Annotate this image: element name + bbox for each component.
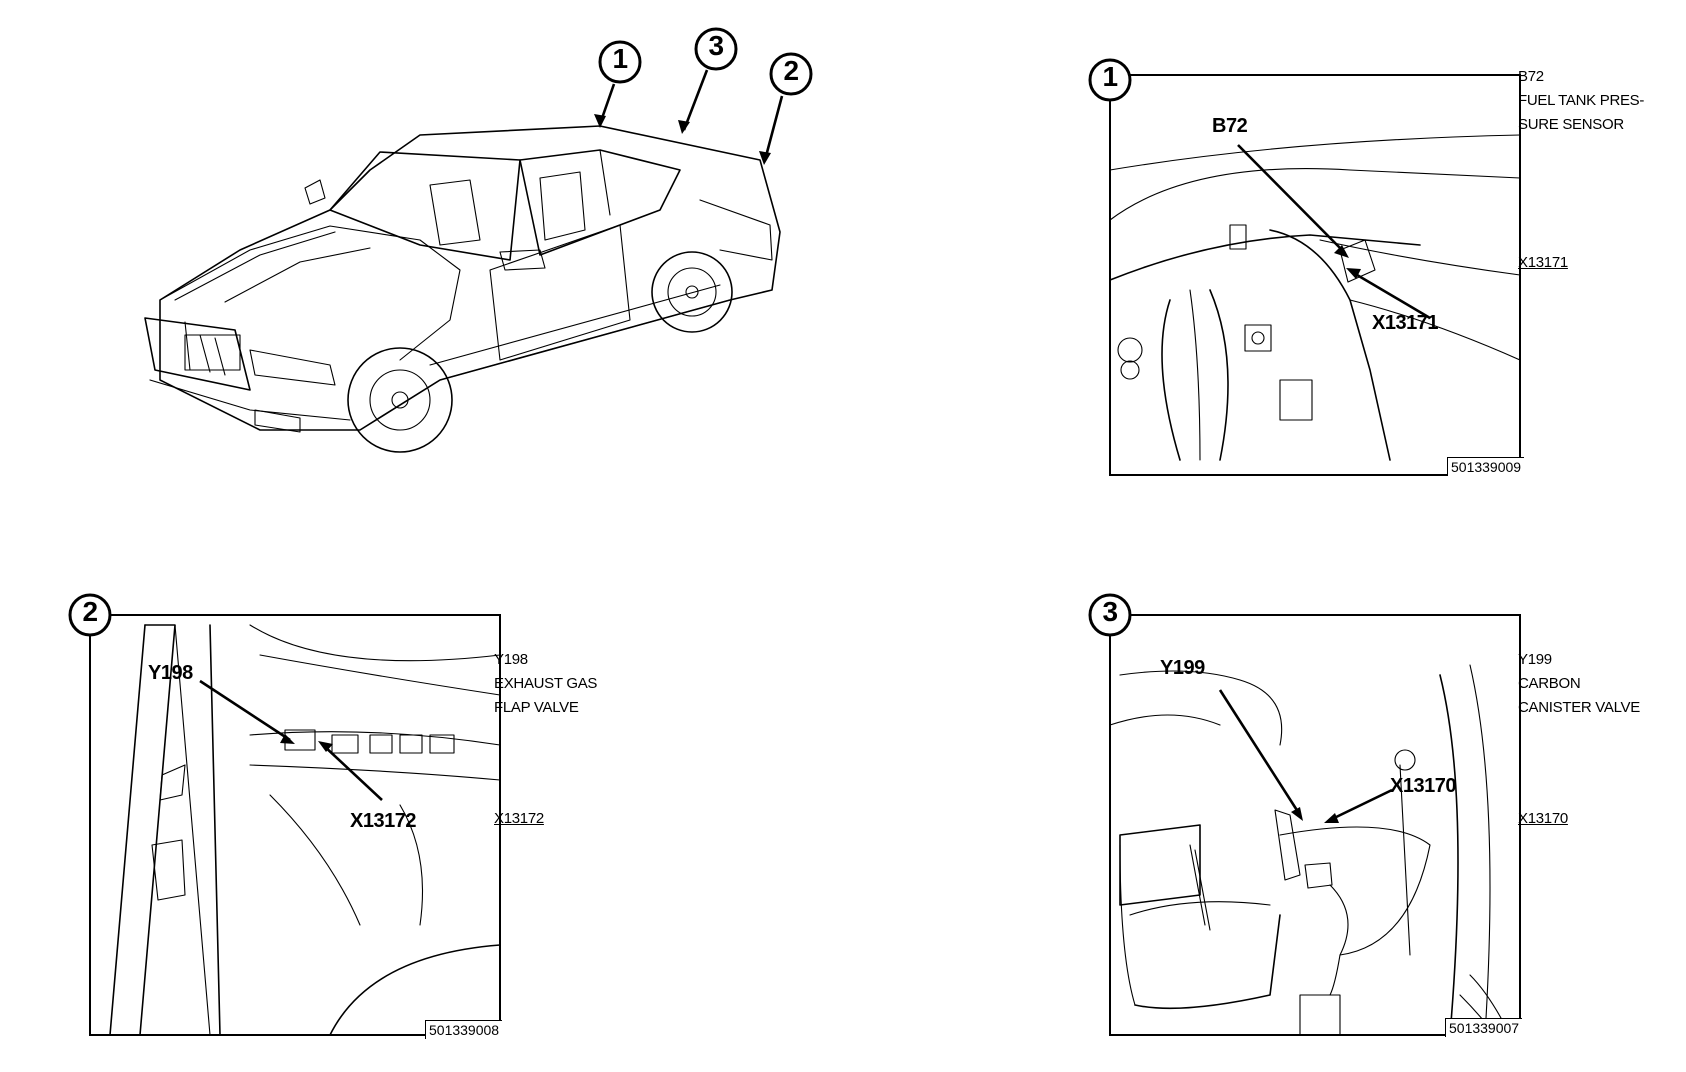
panel-2-component-id: Y198 xyxy=(494,651,528,668)
panel-2-drawing xyxy=(68,593,501,1036)
panel-2-number: 2 xyxy=(82,596,98,627)
overview-callout-2: 2 xyxy=(783,55,799,86)
panel-2-description-line-1: EXHAUST GAS xyxy=(494,675,598,692)
panel-3-number: 3 xyxy=(1102,596,1118,627)
panel-2-description-line-2: FLAP VALVE xyxy=(494,699,579,716)
car-overview: 1 3 2 xyxy=(0,0,900,500)
panel-1-description-line-1: FUEL TANK PRES- xyxy=(1518,92,1645,109)
panel-2: 2 Y198 X13172 501339008 xyxy=(68,593,630,1045)
car-illustration xyxy=(144,27,813,453)
callout-2 xyxy=(759,52,813,165)
panel-3-connector-callout: X13170 xyxy=(1390,775,1456,797)
panel-3-component-id: Y199 xyxy=(1518,651,1552,668)
panel-1-drawing xyxy=(1088,58,1521,476)
overview-callout-3: 3 xyxy=(708,30,724,61)
panel-2-connector-callout: X13172 xyxy=(350,810,416,832)
panel-1: 1 B72 X13171 501339009 xyxy=(1088,58,1650,480)
panel-1-connector-id: X13171 xyxy=(1518,254,1568,271)
panel-1-description-line-2: SURE SENSOR xyxy=(1518,116,1624,133)
panel-1-number: 1 xyxy=(1102,61,1118,92)
panel-1-component-id: B72 xyxy=(1518,68,1544,85)
panel-2-figure-code: 501339008 xyxy=(425,1020,503,1039)
panel-3: 3 Y199 X13170 501339007 xyxy=(1088,593,1650,1045)
panel-1-figure-code: 501339009 xyxy=(1447,457,1525,476)
panel-1-connector-callout: X13171 xyxy=(1372,312,1438,334)
panel-1-component-callout: B72 xyxy=(1212,115,1248,137)
panel-3-description-line-1: CARBON xyxy=(1518,675,1581,692)
callout-3 xyxy=(678,27,738,134)
panel-3-connector-id: X13170 xyxy=(1518,810,1568,827)
panel-3-figure-code: 501339007 xyxy=(1445,1018,1523,1037)
overview-callout-1: 1 xyxy=(612,43,628,74)
panel-3-component-callout: Y199 xyxy=(1160,657,1205,679)
panel-3-drawing xyxy=(1088,593,1521,1036)
panel-2-component-callout: Y198 xyxy=(148,662,193,684)
callout-1 xyxy=(594,40,642,128)
panel-2-connector-id: X13172 xyxy=(494,810,544,827)
panel-3-description-line-2: CANISTER VALVE xyxy=(1518,699,1640,716)
